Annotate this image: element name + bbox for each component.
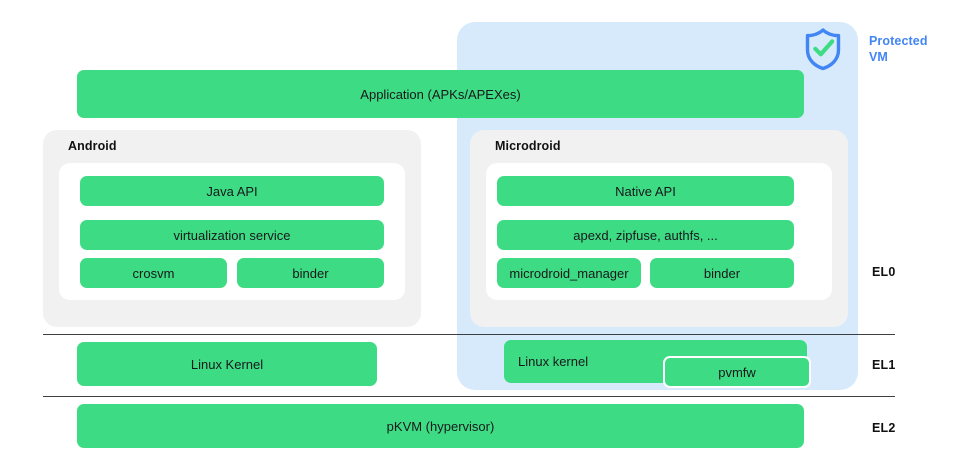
block-java-api: Java API [80, 176, 384, 206]
block-linux-kernel-android: Linux Kernel [77, 342, 377, 386]
protected-vm-label: Protected VM [869, 33, 955, 65]
exception-level-label-el0: EL0 [872, 265, 896, 279]
block-native-api: Native API [497, 176, 794, 206]
protected-vm-label-line2: VM [869, 50, 888, 64]
os-title-android: Android [68, 139, 117, 153]
divider-el1-el2 [43, 396, 895, 397]
os-title-microdroid: Microdroid [495, 139, 561, 153]
shield-check-icon [803, 27, 843, 71]
block-microdroid-manager: microdroid_manager [497, 258, 641, 288]
block-crosvm: crosvm [80, 258, 227, 288]
protected-vm-label-line1: Protected [869, 34, 928, 48]
block-apexd-zipfuse-authfs: apexd, zipfuse, authfs, ... [497, 220, 794, 250]
divider-el0-el1 [43, 334, 895, 335]
exception-level-label-el1: EL1 [872, 358, 896, 372]
block-binder-microdroid: binder [650, 258, 794, 288]
block-pkvm-hypervisor: pKVM (hypervisor) [77, 404, 804, 448]
exception-level-label-el2: EL2 [872, 421, 896, 435]
block-virtualization-service: virtualization service [80, 220, 384, 250]
block-binder-android: binder [237, 258, 384, 288]
block-application: Application (APKs/APEXes) [77, 70, 804, 118]
block-pvmfw: pvmfw [663, 356, 811, 388]
